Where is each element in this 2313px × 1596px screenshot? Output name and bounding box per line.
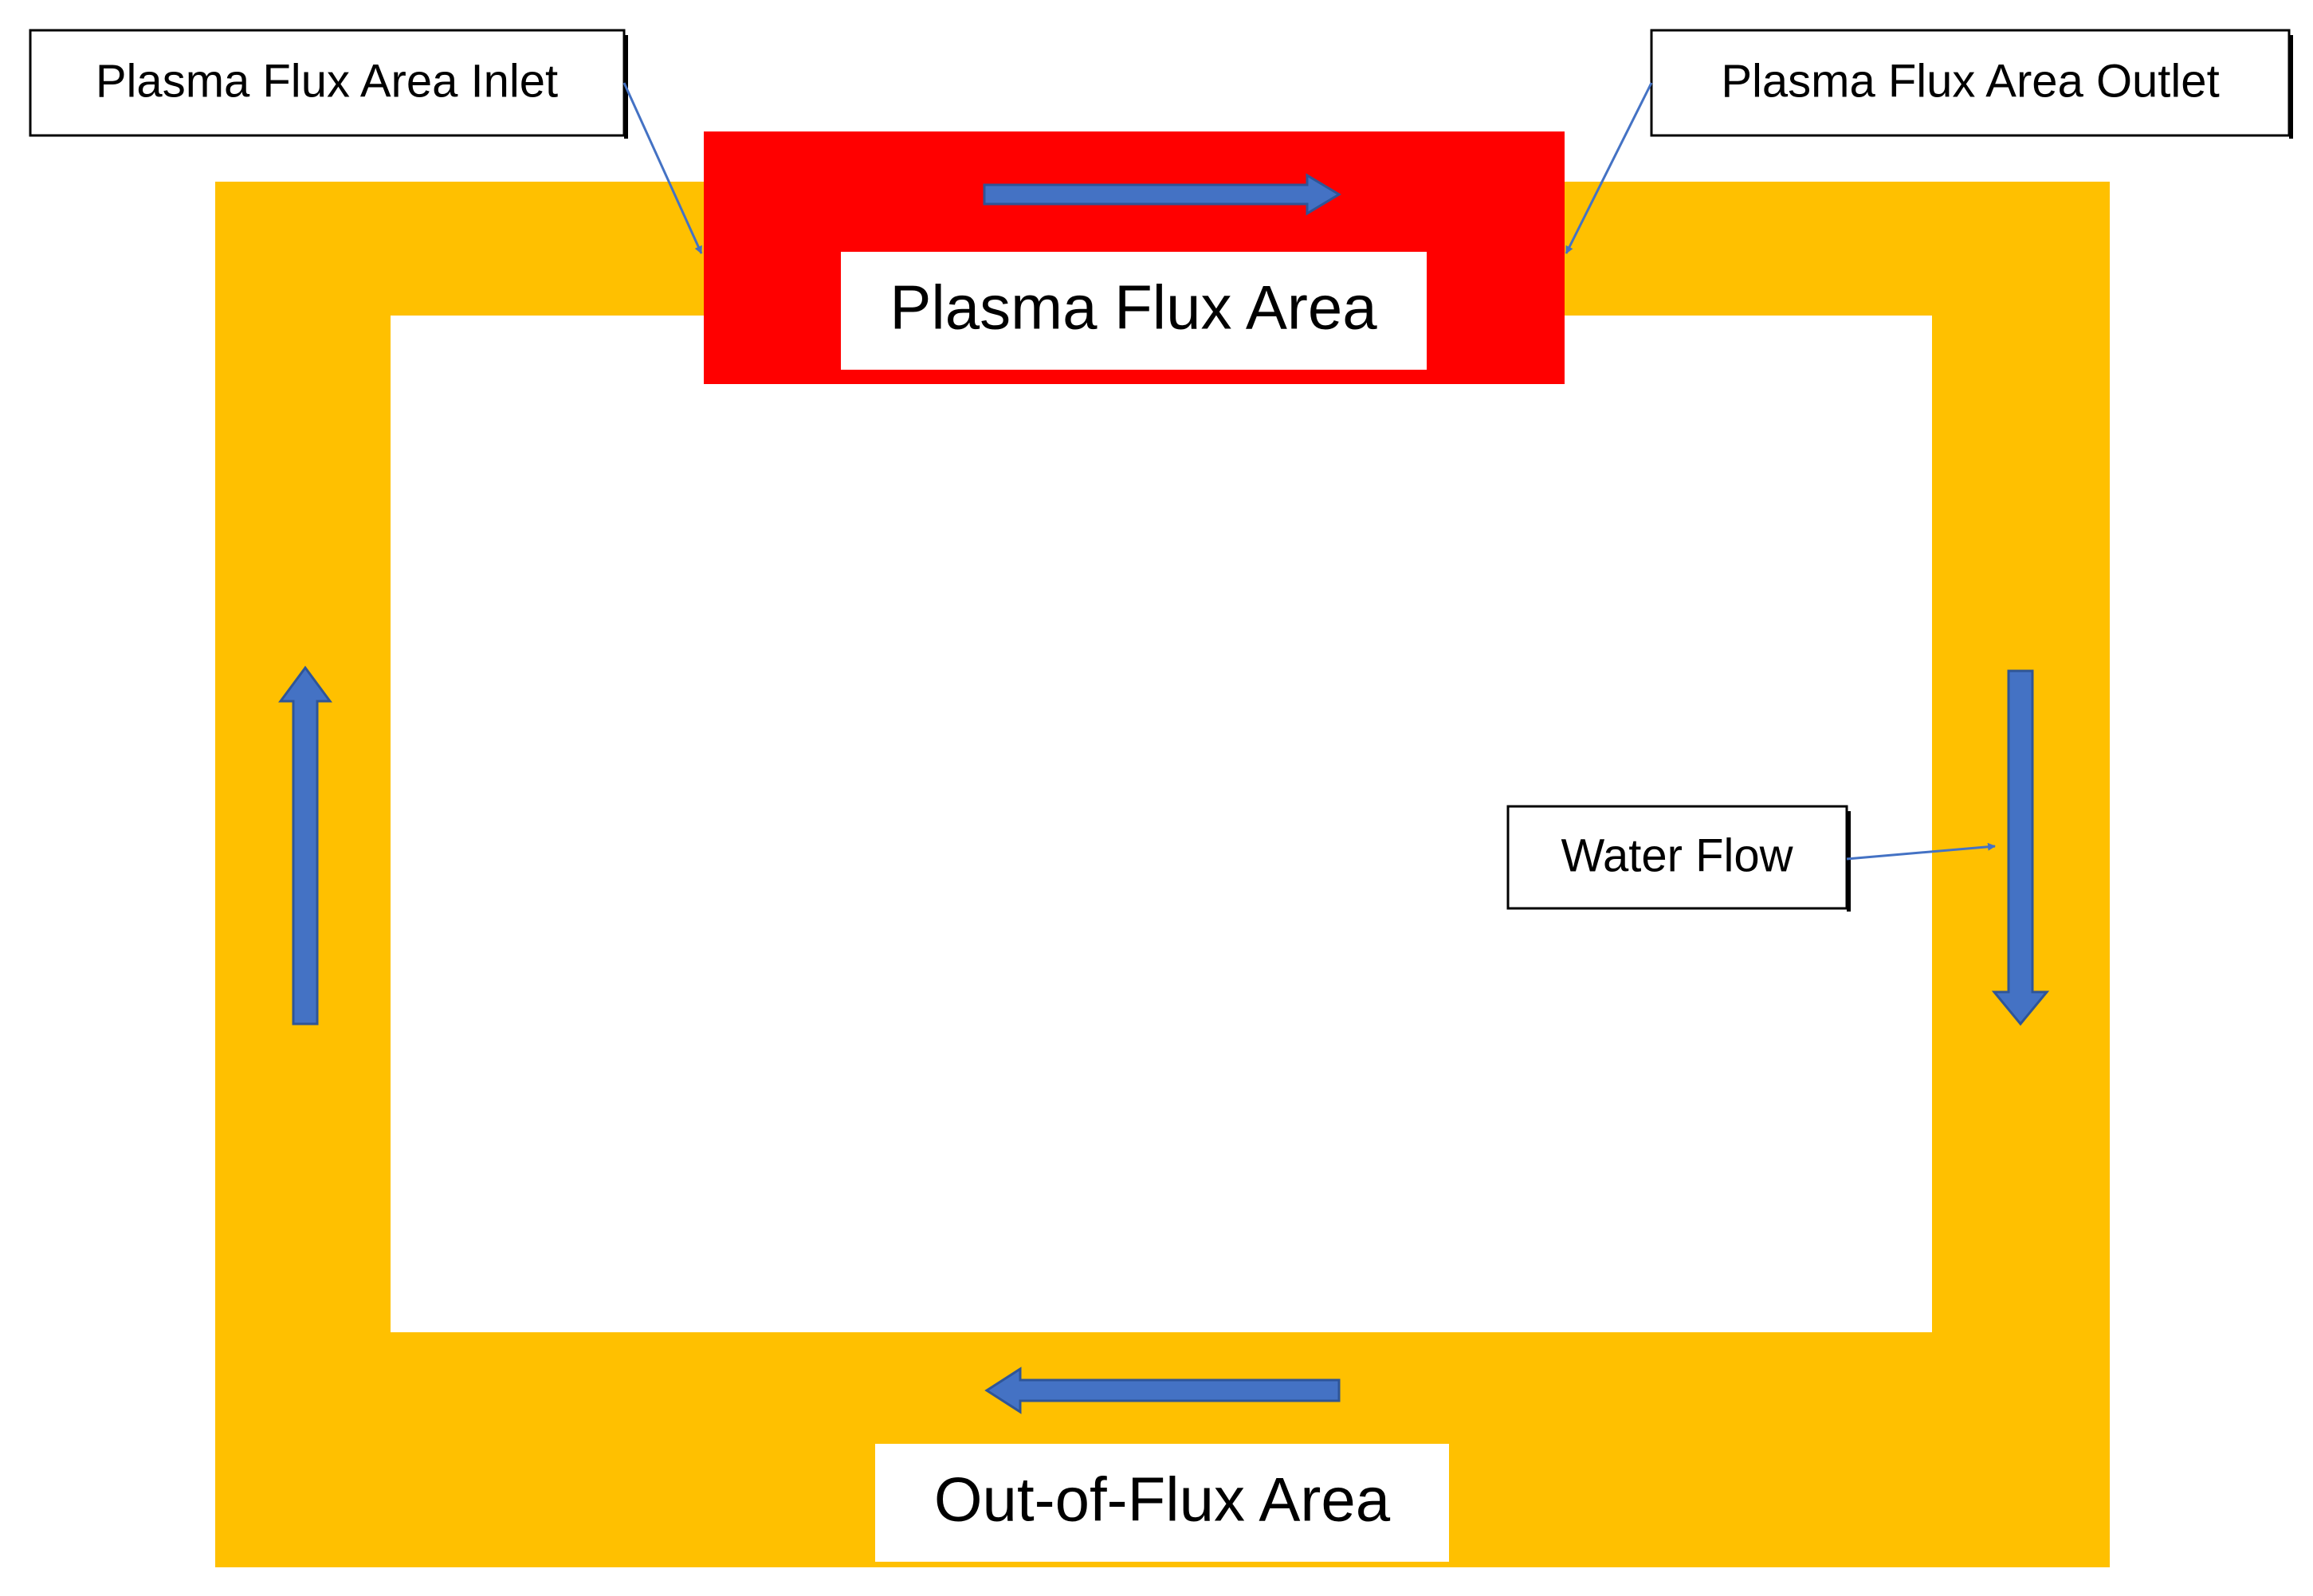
outlet-callout-shadow xyxy=(2289,35,2293,139)
plasma-flux-area-label-box xyxy=(841,252,1427,370)
water-flow-callout-shadow xyxy=(1847,811,1851,912)
inlet-callout-box xyxy=(29,29,626,137)
water-flow-callout-box xyxy=(1506,805,1848,910)
water-flow-callout-label: Water Flow xyxy=(1561,829,1793,881)
flow-arrow-left xyxy=(984,1367,1341,1414)
outlet-callout-box xyxy=(1650,29,2291,137)
outlet-callout-line xyxy=(1565,82,1653,254)
flow-arrow-up xyxy=(278,665,332,1025)
inlet-callout-label: Plasma Flux Area Inlet xyxy=(96,55,558,107)
coolant-loop xyxy=(215,182,2110,1567)
flow-arrow-down xyxy=(1991,669,2050,1026)
water-flow-callout-line xyxy=(1846,842,1996,861)
outlet-callout-label: Plasma Flux Area Outlet xyxy=(1721,55,2219,107)
flow-arrow-right xyxy=(983,173,1341,216)
inlet-callout-line xyxy=(622,82,703,254)
out-of-flux-area-label: Out-of-Flux Area xyxy=(934,1465,1391,1535)
plasma-flux-area-label: Plasma Flux Area xyxy=(889,273,1377,343)
out-of-flux-area-label-box xyxy=(875,1444,1449,1562)
